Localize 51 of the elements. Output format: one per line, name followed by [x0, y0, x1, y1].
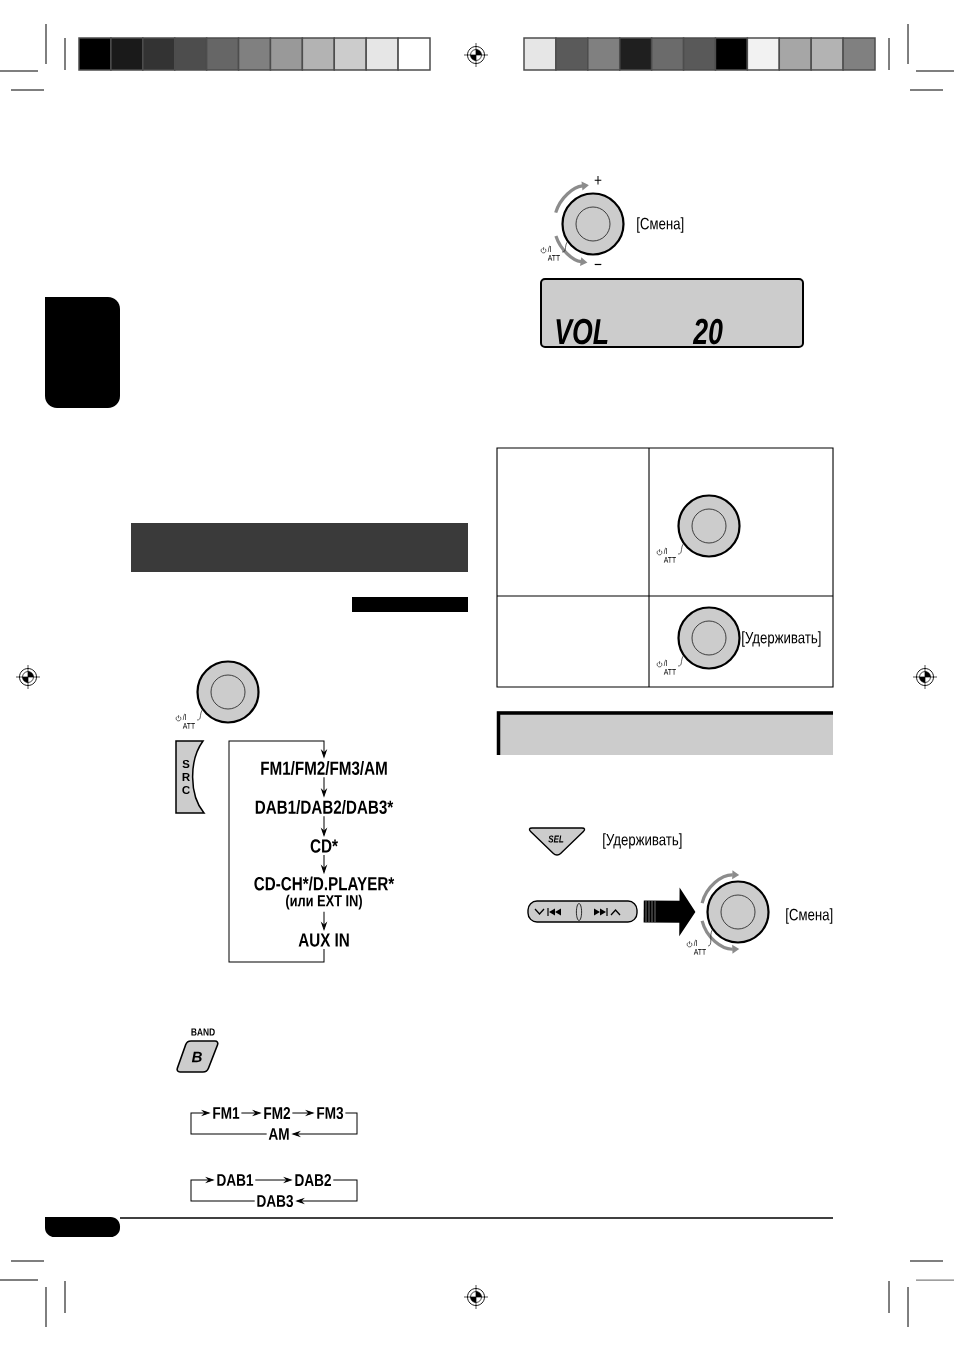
band-label: DAB2	[295, 1174, 331, 1186]
section-band	[496, 711, 833, 755]
loop-arrow	[228, 740, 327, 963]
leader-line	[707, 929, 713, 947]
leader-line	[561, 241, 568, 253]
button-label: /I ATT	[547, 245, 560, 261]
loop-arrow	[190, 1177, 256, 1202]
button-label: /I ATT	[693, 939, 706, 955]
band-label: FM1	[213, 1107, 240, 1119]
minus-sign: −	[594, 263, 602, 266]
button-caption: BAND	[191, 1028, 215, 1036]
leader-line	[677, 543, 684, 555]
heading-bar	[352, 597, 468, 612]
arrow	[291, 1110, 314, 1116]
button-label: /I ATT	[663, 547, 676, 563]
action-label: [Смена]	[637, 217, 684, 233]
source-label: CD-CH*/D.PLAYER* (или EXT IN)	[254, 876, 395, 910]
arrow	[321, 776, 327, 797]
button-label: /I ATT	[182, 713, 195, 729]
plus-sign: +	[594, 176, 602, 185]
lcd-display: VOL 20	[540, 278, 804, 348]
loop-arrow	[190, 1110, 268, 1135]
select-button: SEL	[528, 827, 586, 856]
arrow	[321, 911, 327, 931]
button-label: /I ATT	[663, 659, 676, 675]
leader-line	[677, 655, 684, 667]
arrow	[321, 815, 327, 836]
arrow	[254, 1177, 292, 1183]
band-button: B	[176, 1040, 219, 1073]
band-label: DAB3	[257, 1194, 293, 1208]
band-label: DAB1	[217, 1174, 254, 1186]
source-label: AUX IN	[298, 933, 349, 947]
loop-arrow	[296, 1179, 358, 1204]
control-knob	[677, 494, 741, 558]
side-tab	[45, 297, 120, 408]
heading-band	[131, 523, 468, 572]
source-button: S R C	[175, 740, 205, 814]
control-knob	[196, 660, 260, 724]
loop-arrow	[292, 1112, 358, 1137]
source-label: CD*	[310, 839, 338, 853]
band-label: FM3	[317, 1106, 344, 1120]
source-label: FM1/FM2/FM3/AM	[261, 760, 387, 776]
arrow	[321, 854, 327, 874]
leader-line	[196, 709, 203, 721]
action-label: [Смена]	[786, 908, 833, 924]
action-label: [Удерживать]	[742, 631, 821, 647]
action-label: [Удерживать]	[603, 833, 682, 849]
band-label: FM2	[264, 1107, 291, 1119]
source-label: DAB1/DAB2/DAB3*	[255, 799, 394, 815]
arrow	[240, 1110, 261, 1116]
band-label: AM	[268, 1128, 289, 1140]
